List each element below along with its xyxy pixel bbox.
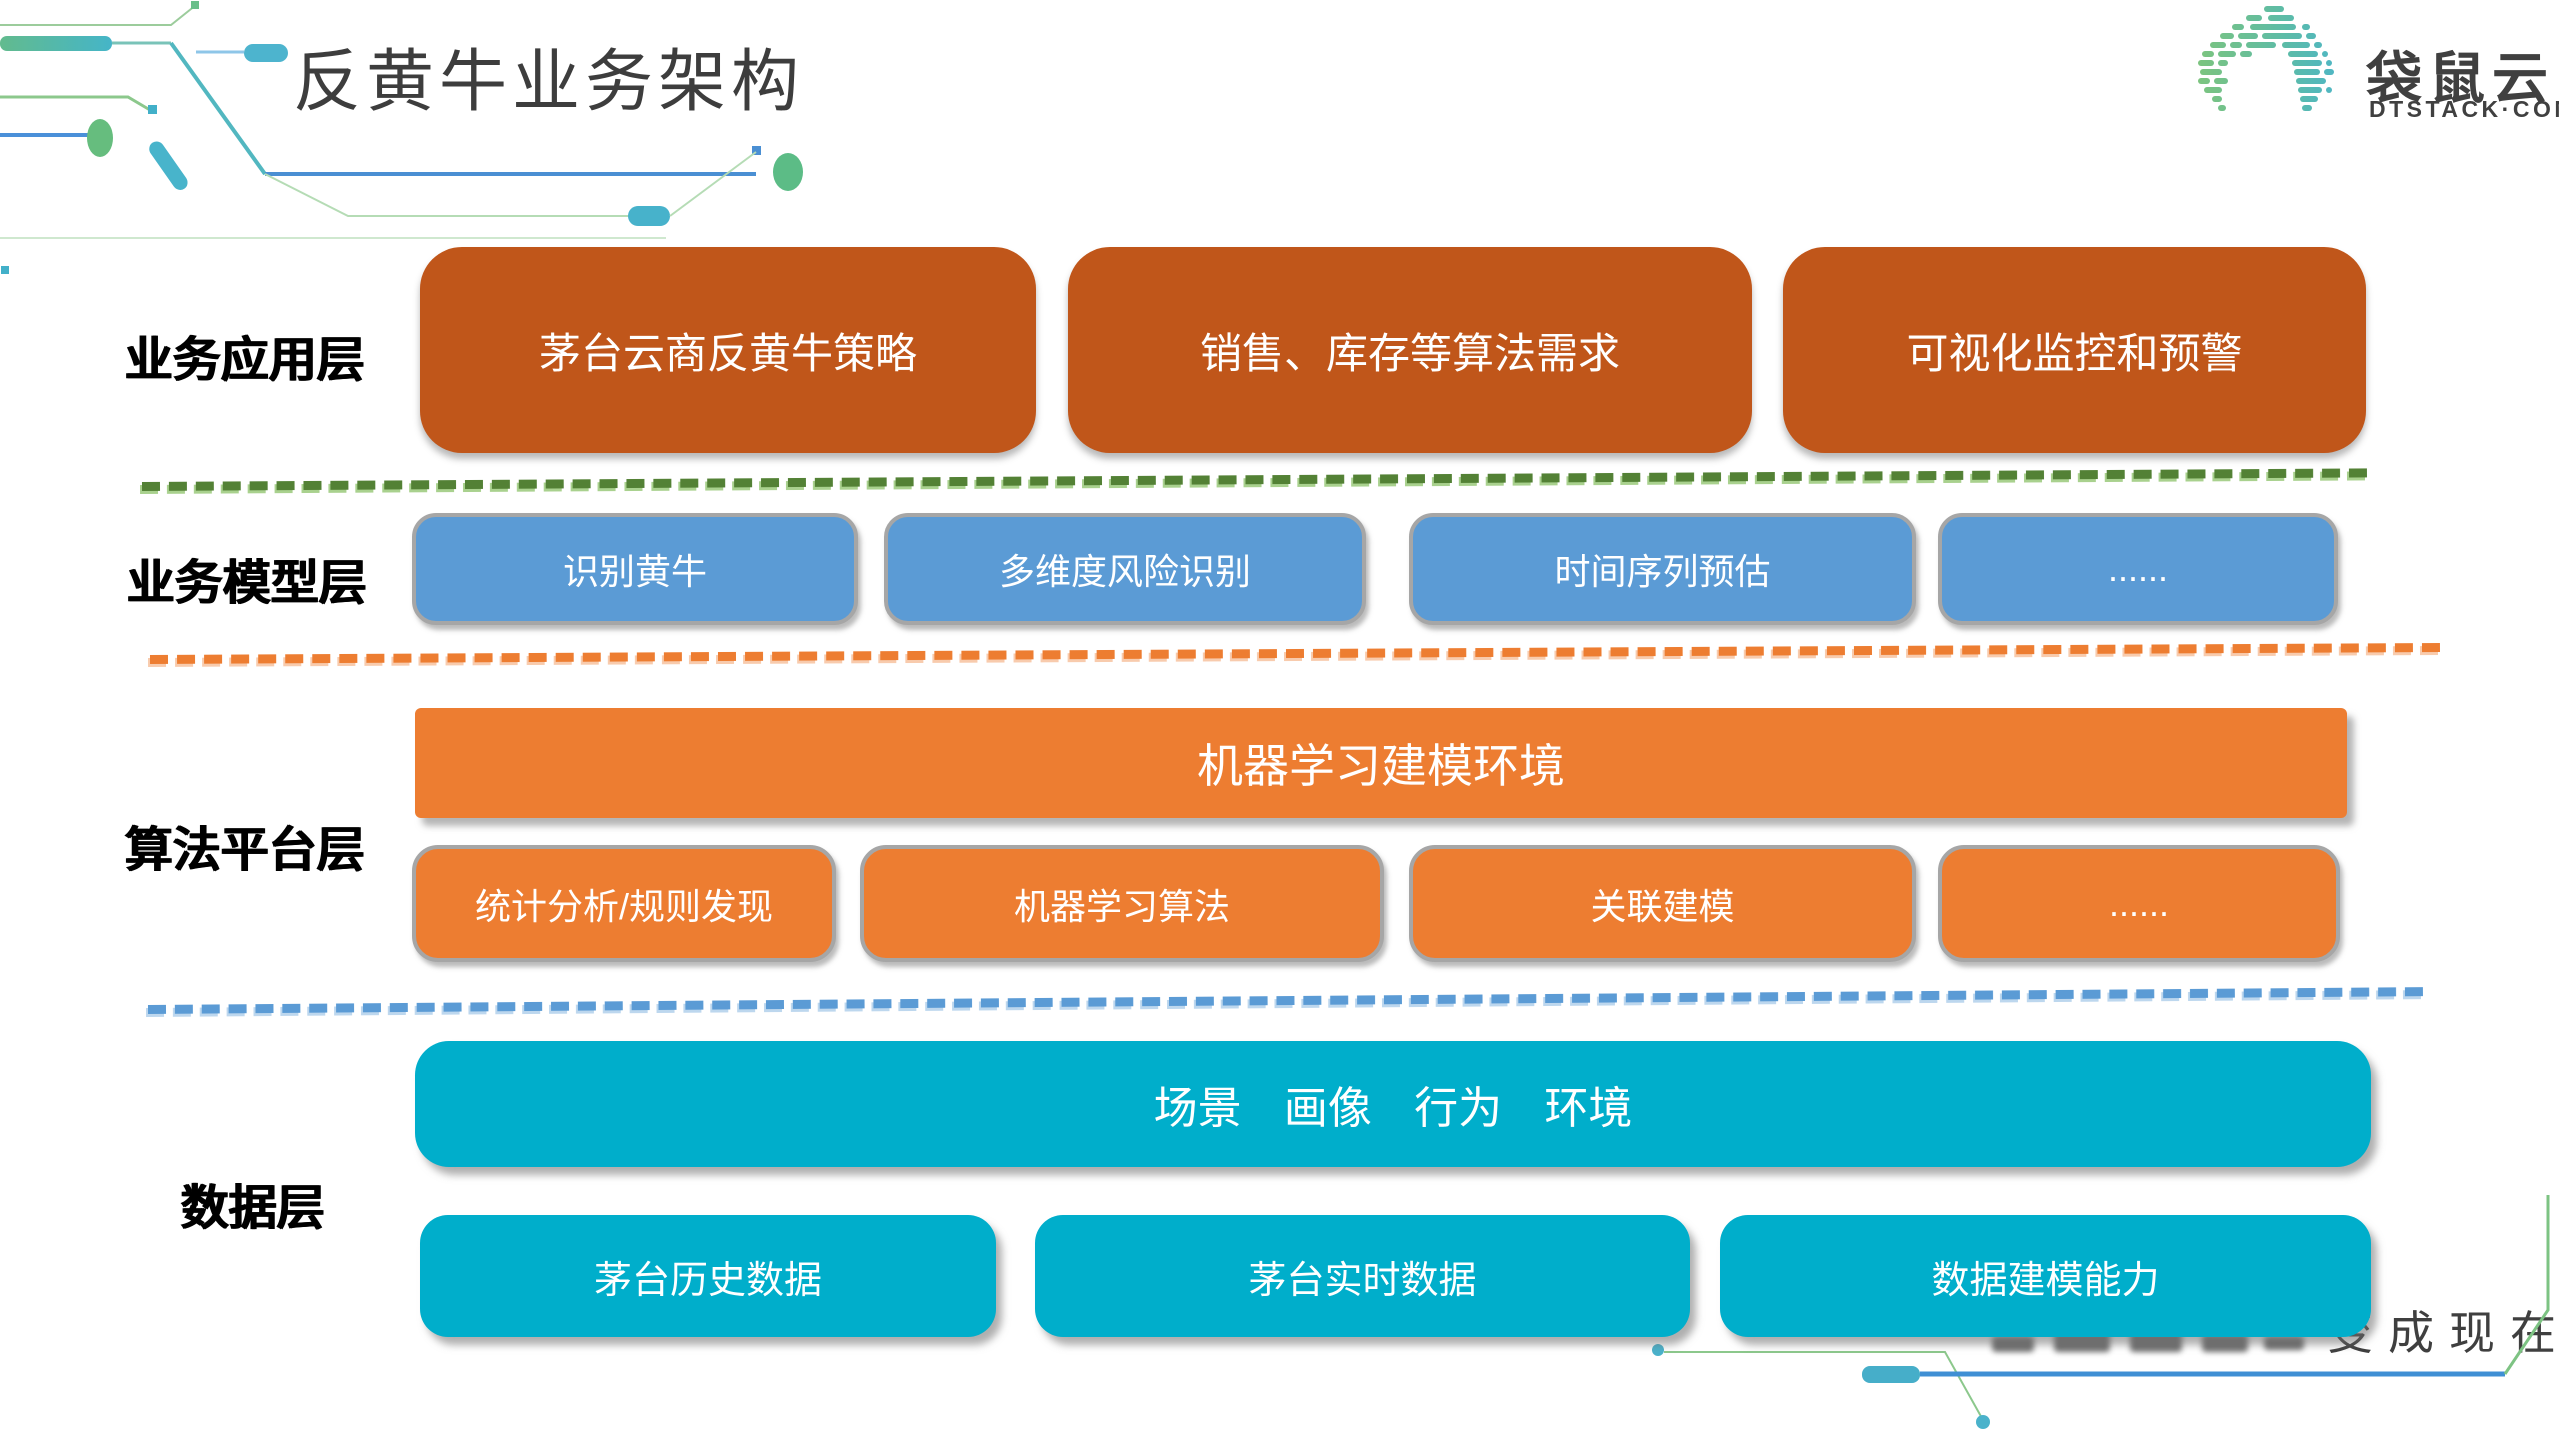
- algo-wide-box: 机器学习建模环境: [415, 708, 2347, 818]
- data-box-1: 茅台历史数据: [420, 1215, 996, 1337]
- watermark-fragment: [1992, 1336, 2034, 1352]
- algo-box-1: 统计分析/规则发现: [412, 845, 836, 962]
- page-title: 反黄牛业务架构: [293, 44, 805, 120]
- dtstack-logo-icon: [2198, 6, 2334, 111]
- model-box-1: 识别黄牛: [412, 513, 858, 625]
- brand-domain: DTSTACK·COM: [2369, 96, 2559, 122]
- data-box-2: 茅台实时数据: [1035, 1215, 1690, 1337]
- model-box-3: 时间序列预估: [1409, 513, 1916, 625]
- data-box-3: 数据建模能力: [1720, 1215, 2371, 1337]
- layer-label-model: 业务模型层: [125, 557, 366, 610]
- separator-blue-dashed: [147, 987, 2423, 1014]
- layer-label-algorithm: 算法平台层: [123, 824, 364, 877]
- model-box-ellipsis: ......: [1938, 513, 2338, 625]
- app-box-3: 可视化监控和预警: [1783, 247, 2366, 453]
- watermark-fragment: [2130, 1332, 2182, 1352]
- layer-label-application: 业务应用层: [123, 334, 364, 387]
- watermark-fragment: [2054, 1332, 2110, 1352]
- layer-label-data: 数据层: [179, 1182, 324, 1235]
- circuit-decoration-bottom-right: [1652, 1195, 2550, 1429]
- app-box-1: 茅台云商反黄牛策略: [420, 247, 1036, 453]
- data-wide-box: 场景 画像 行为 环境: [415, 1041, 2371, 1167]
- algo-box-ellipsis: ......: [1938, 845, 2340, 962]
- separator-orange-dashed: [149, 643, 2440, 664]
- separator-green-dashed: [141, 468, 2367, 491]
- algo-box-3: 关联建模: [1409, 845, 1916, 962]
- app-box-2: 销售、库存等算法需求: [1068, 247, 1752, 453]
- brand-name: 袋鼠云: [2366, 47, 2555, 110]
- algo-box-2: 机器学习算法: [860, 845, 1384, 962]
- watermark-fragment: [2202, 1334, 2248, 1352]
- model-box-2: 多维度风险识别: [884, 513, 1366, 625]
- circuit-decoration-top-left: [0, 1, 803, 274]
- watermark-fragment: [2264, 1336, 2304, 1350]
